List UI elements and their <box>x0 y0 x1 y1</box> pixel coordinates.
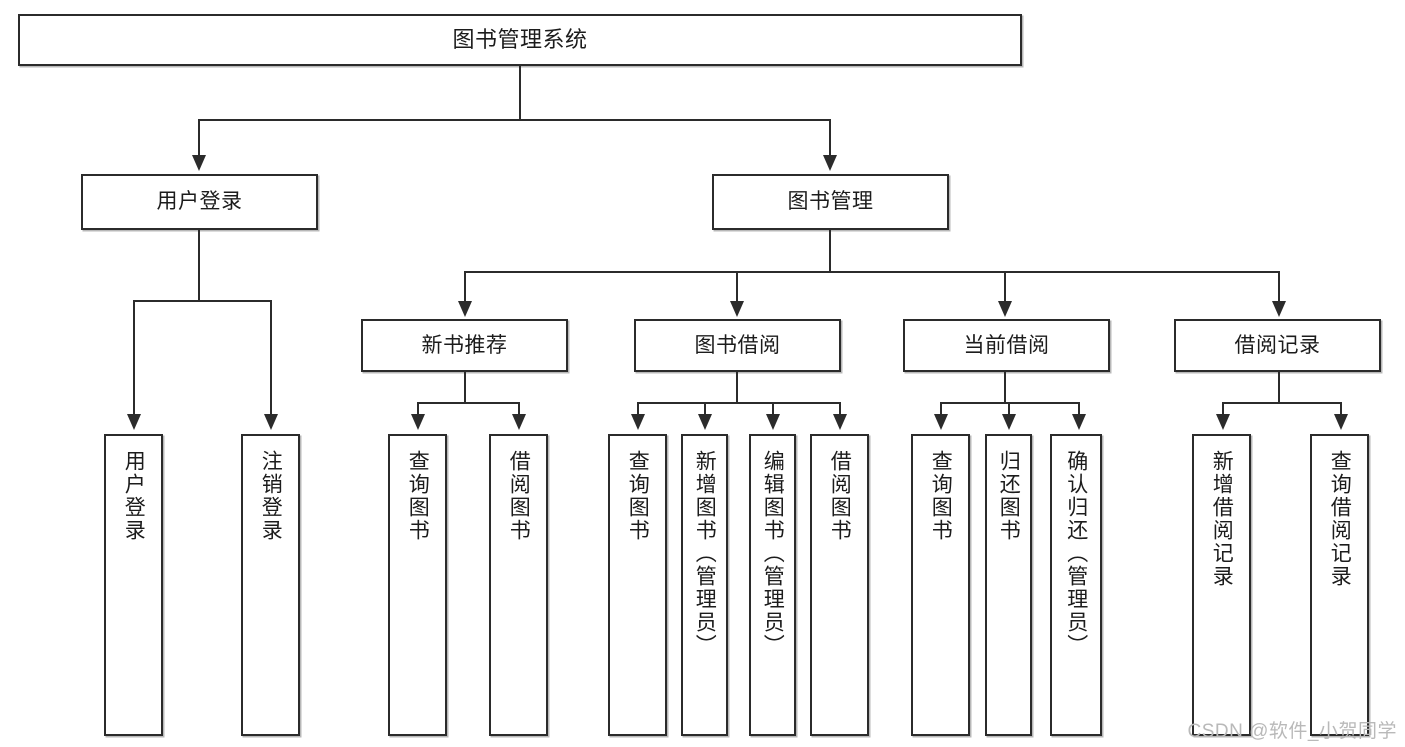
arrow-to-leaf-confirm-return <box>1072 414 1086 430</box>
connector-user-login-drop-2 <box>270 300 272 416</box>
node-label: 当前借阅 <box>963 333 1050 357</box>
connector-br-drop-1 <box>1222 402 1224 416</box>
arrow-to-leaf-borrow-book-2 <box>833 414 847 430</box>
node-leaf-edit-book[interactable]: 编辑图书（管理员） <box>749 434 796 736</box>
node-leaf-query-book-2[interactable]: 查询图书 <box>608 434 667 736</box>
connector-book-manage-trunk <box>829 230 831 273</box>
connector-book-manage-drop-1 <box>464 271 466 303</box>
connector-user-login-bus <box>133 300 272 302</box>
arrow-to-leaf-add-record <box>1216 414 1230 430</box>
node-label: 查询借阅记录 <box>1328 450 1352 588</box>
arrow-to-book-manage <box>823 155 837 171</box>
node-label: 图书管理系统 <box>452 26 588 52</box>
node-borrow-record[interactable]: 借阅记录 <box>1174 319 1381 372</box>
node-label: 查询图书 <box>406 450 430 542</box>
arrow-to-leaf-add-book <box>698 414 712 430</box>
arrow-to-leaf-query-book-1 <box>411 414 425 430</box>
node-label: 用户登录 <box>122 450 146 542</box>
connector-book-manage-drop-3 <box>1004 271 1006 303</box>
connector-cb-drop-3 <box>1078 402 1080 416</box>
connector-root-drop-1 <box>198 119 200 157</box>
connector-root-drop-2 <box>829 119 831 157</box>
node-label: 编辑图书（管理员） <box>761 450 785 657</box>
node-label: 归还图书 <box>997 450 1021 542</box>
node-leaf-query-book-1[interactable]: 查询图书 <box>388 434 447 736</box>
node-leaf-add-record[interactable]: 新增借阅记录 <box>1192 434 1251 736</box>
arrow-to-leaf-query-record <box>1334 414 1348 430</box>
connector-cb-drop-1 <box>940 402 942 416</box>
connector-book-manage-drop-2 <box>736 271 738 303</box>
node-leaf-query-book-3[interactable]: 查询图书 <box>911 434 970 736</box>
node-label: 借阅图书 <box>828 450 852 542</box>
connector-br-drop-2 <box>1340 402 1342 416</box>
node-leaf-return-book[interactable]: 归还图书 <box>985 434 1032 736</box>
node-label: 新书推荐 <box>421 333 508 357</box>
arrow-to-current-borrow <box>998 301 1012 317</box>
connector-nbr-trunk <box>464 372 466 404</box>
watermark: CSDN @软件_小贺同学 <box>1187 721 1397 742</box>
connector-user-login-drop-1 <box>133 300 135 416</box>
node-label: 新增图书（管理员） <box>693 450 717 657</box>
arrow-to-leaf-borrow-book-1 <box>512 414 526 430</box>
node-user-login[interactable]: 用户登录 <box>81 174 318 230</box>
arrow-to-new-book-recommend <box>458 301 472 317</box>
connector-nbr-bus <box>417 402 520 404</box>
connector-nbr-drop-2 <box>518 402 520 416</box>
node-new-book-recommend[interactable]: 新书推荐 <box>361 319 568 372</box>
arrow-to-book-borrow <box>730 301 744 317</box>
connector-cb-drop-2 <box>1008 402 1010 416</box>
node-leaf-add-book[interactable]: 新增图书（管理员） <box>681 434 728 736</box>
node-book-management-system[interactable]: 图书管理系统 <box>18 14 1022 66</box>
node-label: 用户登录 <box>156 190 243 214</box>
arrow-to-leaf-edit-book <box>766 414 780 430</box>
node-label: 注销登录 <box>259 450 283 542</box>
node-book-management[interactable]: 图书管理 <box>712 174 949 230</box>
connector-br-bus <box>1222 402 1342 404</box>
node-leaf-query-record[interactable]: 查询借阅记录 <box>1310 434 1369 736</box>
arrow-to-leaf-query-book-3 <box>934 414 948 430</box>
node-label: 图书管理 <box>787 190 874 214</box>
node-label: 借阅图书 <box>507 450 531 542</box>
connector-root-bus <box>198 119 831 121</box>
connector-cb-trunk <box>1004 372 1006 404</box>
connector-bb-drop-1 <box>637 402 639 416</box>
arrow-to-borrow-record <box>1272 301 1286 317</box>
connector-bb-drop-3 <box>772 402 774 416</box>
node-book-borrow[interactable]: 图书借阅 <box>634 319 841 372</box>
connector-cb-bus <box>940 402 1080 404</box>
arrow-to-leaf-logout-login <box>264 414 278 430</box>
arrow-to-user-login <box>192 155 206 171</box>
connector-book-manage-bus <box>464 271 1280 273</box>
arrow-to-leaf-query-book-2 <box>631 414 645 430</box>
node-leaf-user-login[interactable]: 用户登录 <box>104 434 163 736</box>
arrow-to-leaf-user-login <box>127 414 141 430</box>
node-leaf-borrow-book-1[interactable]: 借阅图书 <box>489 434 548 736</box>
node-label: 借阅记录 <box>1234 333 1321 357</box>
node-leaf-logout-login[interactable]: 注销登录 <box>241 434 300 736</box>
node-label: 图书借阅 <box>694 333 781 357</box>
connector-br-trunk <box>1278 372 1280 404</box>
connector-nbr-drop-1 <box>417 402 419 416</box>
node-label: 新增借阅记录 <box>1210 450 1234 588</box>
connector-user-login-trunk <box>198 230 200 302</box>
arrow-to-leaf-return-book <box>1002 414 1016 430</box>
connector-bb-bus <box>637 402 841 404</box>
node-label: 查询图书 <box>626 450 650 542</box>
connector-bb-trunk <box>736 372 738 404</box>
node-leaf-confirm-return[interactable]: 确认归还（管理员） <box>1050 434 1102 736</box>
node-leaf-borrow-book-2[interactable]: 借阅图书 <box>810 434 869 736</box>
node-label: 确认归还（管理员） <box>1064 450 1088 657</box>
node-current-borrow[interactable]: 当前借阅 <box>903 319 1110 372</box>
connector-bb-drop-2 <box>704 402 706 416</box>
connector-root-trunk <box>519 66 521 119</box>
node-label: 查询图书 <box>929 450 953 542</box>
connector-bb-drop-4 <box>839 402 841 416</box>
connector-book-manage-drop-4 <box>1278 271 1280 303</box>
